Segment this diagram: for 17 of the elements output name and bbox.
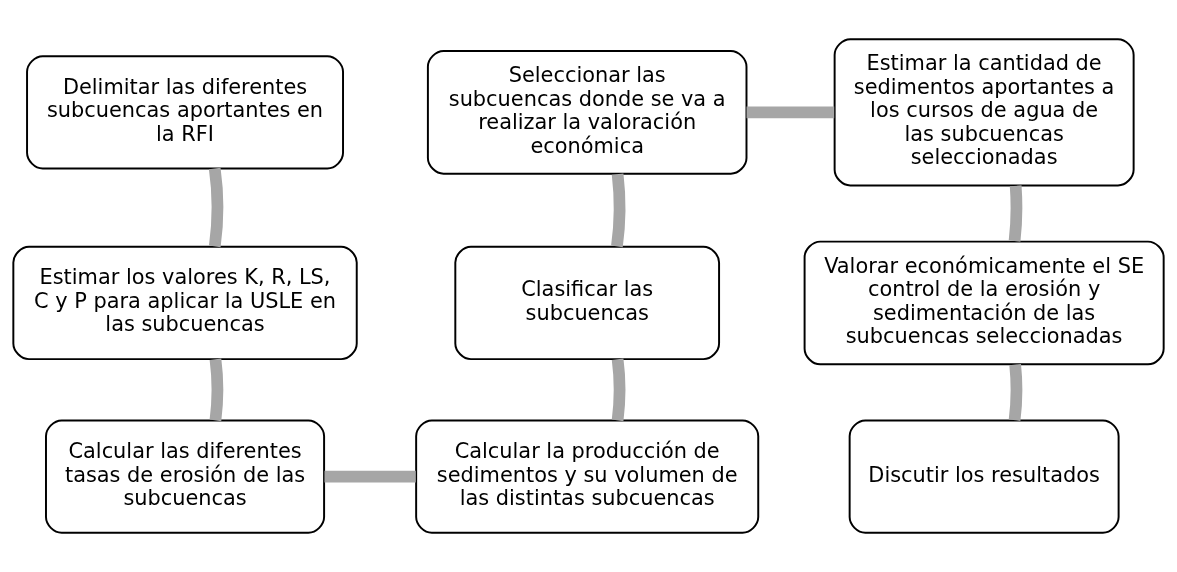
node-box: Delimitar las diferentes subcuencas aportantes en la RFI (26, 55, 344, 170)
node-box: Seleccionar las subcuencas donde se va a realizar la valoración económica (426, 50, 748, 175)
connector (324, 470, 416, 483)
node-box: Discutir los resultados (848, 419, 1120, 534)
connector (1008, 364, 1023, 421)
connector (209, 358, 224, 422)
node-box: Estimar la cantidad de sedimentos aportantes a los cursos de agua de las subcuencas seleccionadas (833, 38, 1135, 187)
node-box: Estimar los valores K, R, LS, C y P para aplicar la USLE en las subcuencas (12, 245, 358, 361)
connector (611, 173, 626, 248)
node-box: Clasificar las subcuencas (454, 245, 721, 361)
connector (611, 358, 626, 422)
node-box: Calcular las diferentes tasas de erosión de las subcuencas (45, 419, 326, 534)
node-box: Valorar económicamente el SE control de la erosión y sedimentación de las subcuencas seleccionadas (803, 240, 1165, 366)
connector (1008, 185, 1023, 242)
node-box: Calcular la producción de sedimentos y su volumen de las distintas subcuencas (415, 419, 760, 534)
connector (208, 167, 224, 248)
connector (746, 106, 835, 119)
